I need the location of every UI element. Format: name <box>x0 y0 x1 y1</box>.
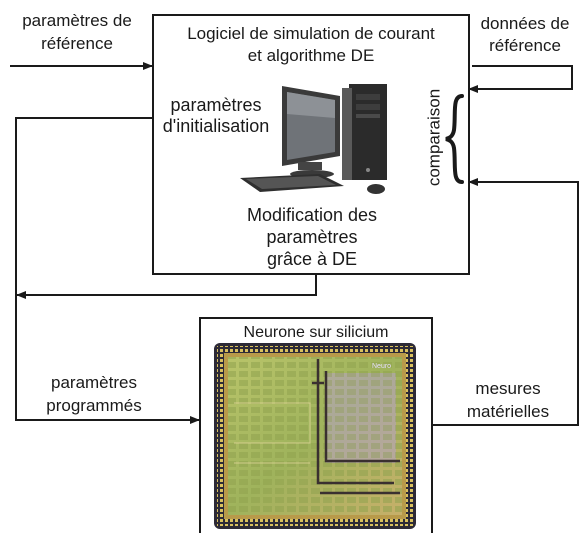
init-params-line2: d'initialisation <box>162 116 270 136</box>
arrow-init-to-chip <box>15 117 200 424</box>
svg-text:Neuro: Neuro <box>372 363 391 370</box>
programmed-params-line1: paramètres <box>51 373 137 392</box>
reference-data-line2: référence <box>489 36 561 55</box>
reference-params-line1: paramètres de <box>22 11 132 30</box>
arrow-reference-data <box>468 65 573 93</box>
silicon-chip-icon: Neuro <box>214 343 416 529</box>
hardware-measures-line1: mesures <box>475 379 541 398</box>
arrow-modification-feedback <box>16 275 317 299</box>
arrow-hardware-measures <box>432 178 579 426</box>
programmed-params-line2: programmés <box>46 396 142 415</box>
modification-line1: Modification des <box>246 205 378 225</box>
chip-box-title: Neurone sur silicium <box>243 324 389 341</box>
reference-params-line2: référence <box>41 34 113 53</box>
comparison-brace <box>445 94 464 184</box>
modification-line2: paramètres <box>266 227 358 247</box>
modification-line3: grâce à DE <box>266 249 358 269</box>
hardware-measures-line2: matérielles <box>466 402 550 421</box>
software-title-line2: et algorithme DE <box>247 46 375 65</box>
comparison-label: comparaison <box>424 88 444 187</box>
reference-data-line1: données de <box>480 14 570 33</box>
software-title-line1: Logiciel de simulation de courant <box>187 24 435 43</box>
init-params-line1: paramètres <box>170 95 262 115</box>
desktop-computer-icon <box>240 84 387 194</box>
